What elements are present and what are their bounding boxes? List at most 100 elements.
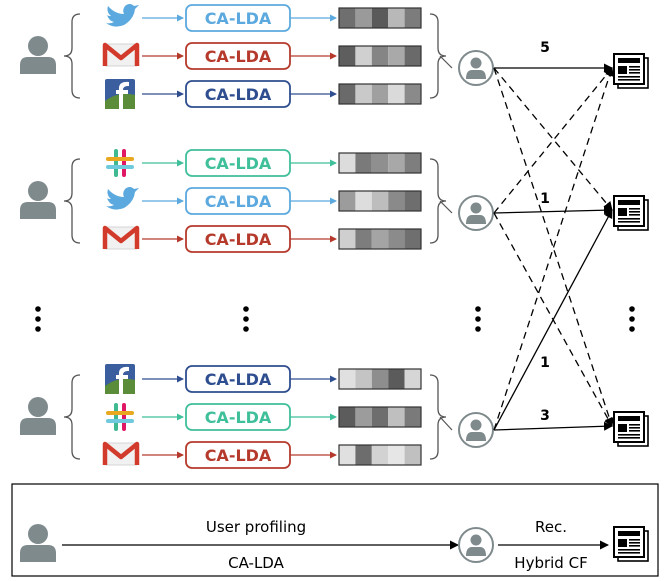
service-row-gmail: CA-LDA [102, 42, 422, 70]
edge-solid [493, 209, 613, 431]
topic-vector-frame [338, 190, 422, 212]
edge-solid [493, 205, 613, 215]
topic-cell [388, 153, 405, 173]
topic-cell [339, 84, 356, 104]
topic-cell [339, 229, 356, 249]
topic-cell [404, 445, 421, 465]
ca-lda-label: CA-LDA [205, 446, 272, 465]
edge-weight-label: 1 [540, 191, 550, 207]
ca-lda-label: CA-LDA [205, 47, 272, 66]
topic-cell [404, 229, 421, 249]
user-groups: CA-LDACA-LDACA-LDACA-LDACA-LDACA-LDACA-L… [20, 4, 649, 469]
left-brace [63, 13, 81, 99]
ca-lda-label: CA-LDA [205, 230, 272, 249]
legend-profiling-label: User profiling [206, 518, 306, 536]
topic-cell [388, 8, 405, 28]
user-profile-icon [458, 50, 494, 86]
topic-cell [339, 46, 356, 66]
user-profile-icon [458, 527, 494, 563]
topic-cell [355, 191, 372, 211]
left-brace [63, 374, 81, 460]
topic-cell [339, 191, 356, 211]
topic-cell [371, 191, 389, 211]
topic-cell [371, 369, 389, 389]
topic-cell [355, 46, 372, 66]
gmail-envelope-icon [102, 441, 140, 466]
edge-weight-label: 3 [540, 408, 550, 424]
topic-vector-frame [338, 228, 422, 250]
topic-cell [404, 8, 421, 28]
topic-vector-frame [338, 7, 422, 29]
document-icon [613, 53, 649, 89]
right-brace [429, 374, 447, 460]
twitter-bird-icon [106, 4, 139, 27]
topic-cell [371, 8, 389, 28]
topic-cell [371, 153, 389, 173]
gmail-envelope-icon [102, 42, 140, 67]
vertical-ellipsis [629, 306, 635, 332]
service-row-twitter: CA-LDA [106, 187, 422, 215]
ca-lda-label: CA-LDA [205, 154, 272, 173]
topic-vector [338, 368, 422, 390]
legend-frame [11, 483, 659, 577]
ellipsis-column [35, 306, 635, 332]
ca-lda-label: CA-LDA [205, 370, 272, 389]
legend-user-icon [20, 524, 56, 562]
topic-cell [355, 407, 372, 427]
topic-vector-frame [338, 152, 422, 174]
legend-box: User profiling CA-LDA Rec. Hybrid CF [11, 483, 659, 577]
user-icon [20, 397, 56, 435]
brace-connector [439, 416, 453, 431]
service-row-slack: CA-LDA [106, 149, 422, 177]
legend-profile-icon [458, 527, 494, 563]
user-group: CA-LDA CA-LDA CA-LDA [20, 149, 494, 253]
topic-vector [338, 406, 422, 428]
topic-cell [404, 191, 421, 211]
twitter-bird-icon [106, 187, 139, 210]
left-brace [63, 158, 81, 244]
topic-cell [371, 445, 389, 465]
topic-cell [388, 229, 405, 249]
topic-cell [339, 369, 356, 389]
topic-cell [355, 445, 372, 465]
ca-lda-label: CA-LDA [205, 192, 272, 211]
brace-connector [439, 200, 453, 214]
topic-vector [338, 228, 422, 250]
topic-cell [404, 46, 421, 66]
topic-cell [404, 153, 421, 173]
topic-vector [338, 190, 422, 212]
topic-cell [371, 46, 389, 66]
user-icon [20, 524, 56, 562]
user-profile-icon [458, 412, 494, 448]
topic-vector-frame [338, 406, 422, 428]
legend-document-icon [613, 526, 649, 562]
topic-cell [339, 407, 356, 427]
legend-rec-label: Rec. [535, 518, 567, 536]
document-icon [613, 411, 649, 447]
topic-cell [371, 407, 389, 427]
facebook-icon [105, 364, 135, 394]
document-icon [613, 195, 649, 231]
topic-cell [355, 84, 372, 104]
edge-dashed [493, 67, 613, 211]
edge-weight-label: 5 [540, 40, 550, 56]
ca-lda-label: CA-LDA [205, 9, 272, 28]
vertical-ellipsis [35, 306, 41, 332]
gmail-envelope-icon [102, 225, 140, 250]
legend-method-label: Hybrid CF [514, 554, 587, 572]
edge-solid [493, 421, 613, 431]
service-row-twitter: CA-LDA [106, 4, 422, 32]
service-row-facebook: CA-LDA [105, 364, 422, 394]
topic-cell [339, 153, 356, 173]
topic-vector-frame [338, 368, 422, 390]
topic-vector [338, 7, 422, 29]
topic-cell [355, 8, 372, 28]
topic-cell [404, 84, 421, 104]
topic-cell [388, 369, 405, 389]
legend-model-label: CA-LDA [228, 554, 284, 572]
topic-cell [339, 8, 356, 28]
slack-icon [106, 149, 134, 177]
